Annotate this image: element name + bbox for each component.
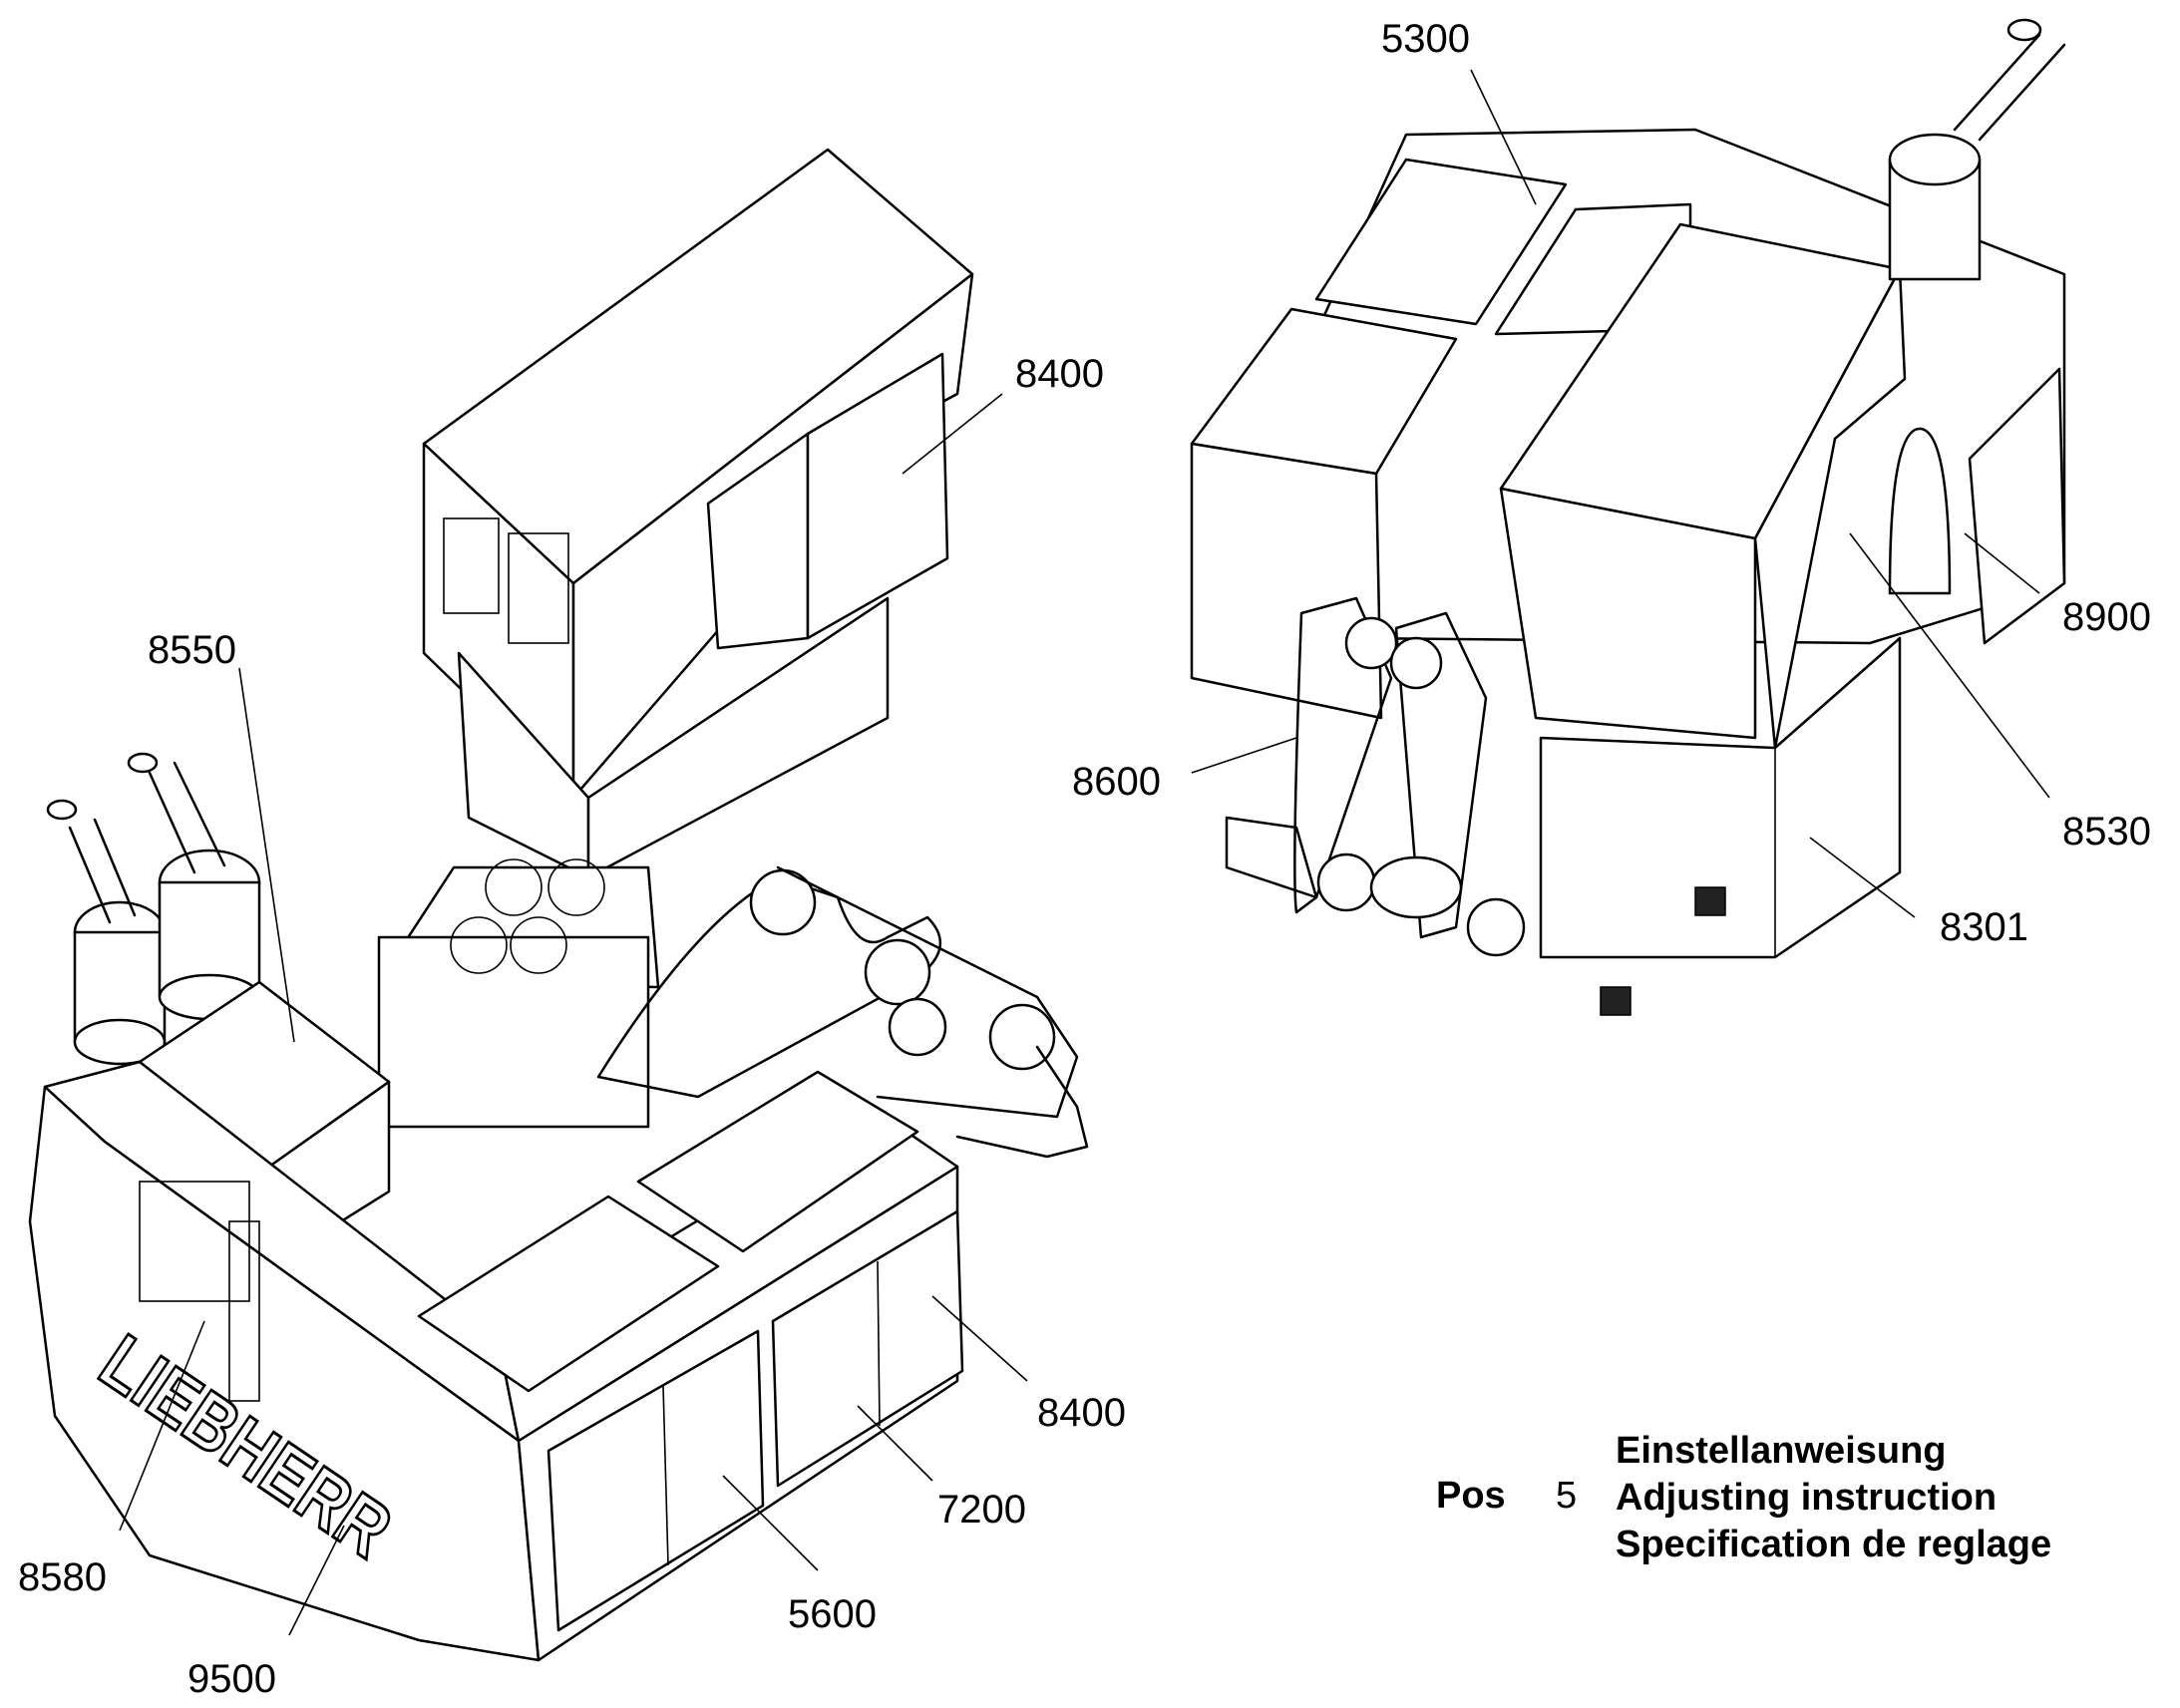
- title-lines: Einstellanweisung Adjusting instruction …: [1616, 1428, 2051, 1568]
- leader-8400-side: [931, 1295, 1028, 1382]
- title-german: Einstellanweisung: [1616, 1430, 1947, 1472]
- right-view-machine: [1190, 18, 2066, 1016]
- callout-labels: 8550 8400 8400 7200 5600 8580 9500 5300 …: [18, 17, 2151, 1701]
- left-view-machine: LIEBHERR: [28, 148, 1089, 1662]
- callout-8301: 8301: [1940, 905, 2028, 949]
- leader-8400-top: [902, 393, 1003, 475]
- leader-8900: [1964, 532, 2040, 594]
- leader-8550: [238, 667, 295, 1043]
- callout-8530: 8530: [2062, 810, 2151, 854]
- leader-7200: [857, 1405, 933, 1482]
- leader-8530: [1849, 532, 2050, 799]
- callout-9500: 9500: [187, 1657, 276, 1701]
- exhaust-stack-right: [127, 752, 261, 1021]
- boom-brackets: [596, 865, 1089, 1159]
- exhaust-stack-left: [46, 799, 167, 1066]
- leader-5600: [722, 1475, 819, 1571]
- title-english: Adjusting instruction: [1616, 1477, 1998, 1519]
- callout-8400-top: 8400: [1015, 352, 1104, 396]
- callout-5300: 5300: [1381, 17, 1470, 61]
- callout-8580: 8580: [18, 1555, 107, 1599]
- callout-8900: 8900: [2062, 595, 2151, 639]
- callout-leaders: [119, 69, 2050, 1636]
- position-number: 5: [1556, 1475, 1578, 1517]
- callout-8600: 8600: [1072, 760, 1161, 804]
- callout-5600: 5600: [788, 1592, 877, 1636]
- leader-5300: [1470, 69, 1537, 205]
- title-french: Specification de reglage: [1616, 1524, 2052, 1565]
- callout-8400-side: 8400: [1037, 1391, 1126, 1435]
- callout-8550: 8550: [148, 628, 236, 672]
- leader-8301: [1809, 837, 1916, 918]
- leader-8580: [119, 1320, 205, 1532]
- title-block: Pos 5 Einstellanweisung Adjusting instru…: [1436, 1428, 2154, 1577]
- leader-8600: [1191, 737, 1297, 774]
- callout-7200: 7200: [937, 1488, 1026, 1532]
- boom-frames-front: [1225, 596, 1526, 957]
- position-label: Pos: [1436, 1475, 1506, 1517]
- leader-9500: [288, 1525, 345, 1636]
